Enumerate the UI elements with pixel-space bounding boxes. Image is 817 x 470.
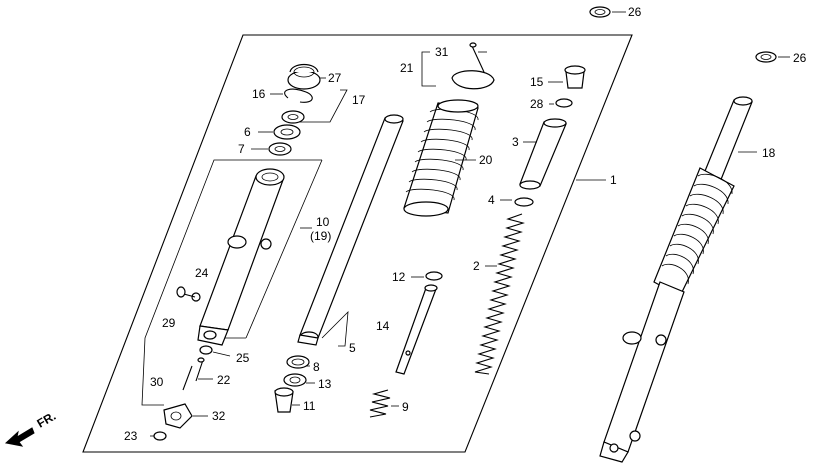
callout-9: 9 [402,400,409,414]
stud-bolt-30-22 [182,357,213,391]
callout-22: 22 [217,373,231,387]
slide-bushing-8 [286,355,310,369]
callout-26a: 26 [628,5,642,19]
washer-26b [755,51,790,63]
callout-2: 2 [473,259,480,273]
guide-bushing-13 [283,373,315,387]
nut-23 [150,431,167,441]
callout-19: (19) [310,229,331,243]
oil-lock-piece-11 [274,387,300,413]
callout-5: 5 [349,341,356,355]
dust-seal-27 [287,63,326,90]
fork-cap-15 [548,65,586,89]
washer-25 [199,345,231,357]
assembly-boundary [82,34,633,453]
callout-4: 4 [488,193,495,207]
callout-6: 6 [244,125,251,139]
callout-10: 10 [316,215,330,229]
callout-12: 12 [392,270,406,284]
direction-label: FR. [35,409,59,431]
callout-30: 30 [150,375,164,389]
callout-11: 11 [303,399,316,413]
callout-29: 29 [162,316,176,330]
fork-pipe-5 [297,114,404,347]
callout-7: 7 [238,142,245,156]
group-bracket-17 [290,89,348,123]
fork-slider-10 [197,168,285,346]
callout-16: 16 [252,87,266,101]
callout-32: 32 [212,409,226,423]
callout-31: 31 [435,45,449,59]
group-bracket-10-right [245,159,323,339]
direction-arrow-icon [4,427,35,447]
callout-14: 14 [376,319,390,333]
callout-20: 20 [479,153,493,167]
fork-boot-20 [403,99,479,217]
damper-rod-14 [395,271,443,375]
callout-24: 24 [195,266,209,280]
callout-8: 8 [313,360,320,374]
circlip-16 [270,88,313,103]
bolt-24-29 [176,286,201,302]
callout-23: 23 [124,429,138,443]
callout-13: 13 [318,377,332,391]
oil-seal-stack-17 [251,110,305,156]
spring-seat-4 [500,197,534,207]
callout-28: 28 [530,97,544,111]
callout-27: 27 [328,71,342,85]
callout-17: 17 [352,93,366,107]
callout-3: 3 [512,135,519,149]
callout-26b: 26 [793,51,807,65]
fork-spacer-3 [519,118,567,190]
o-ring-28 [549,98,573,108]
boot-clamp-21 [421,42,495,90]
callout-25: 25 [236,351,250,365]
callout-21: 21 [400,61,414,75]
washer-26a [589,6,626,18]
rebound-spring-9 [369,389,399,418]
fork-assembly-18 [599,96,757,463]
callout-18: 18 [762,146,776,160]
fork-spring-2 [474,213,525,375]
group-bracket-10 [141,159,322,406]
callout-15: 15 [530,75,544,89]
callout-1: 1 [610,173,617,187]
axle-holder-32 [163,403,208,429]
